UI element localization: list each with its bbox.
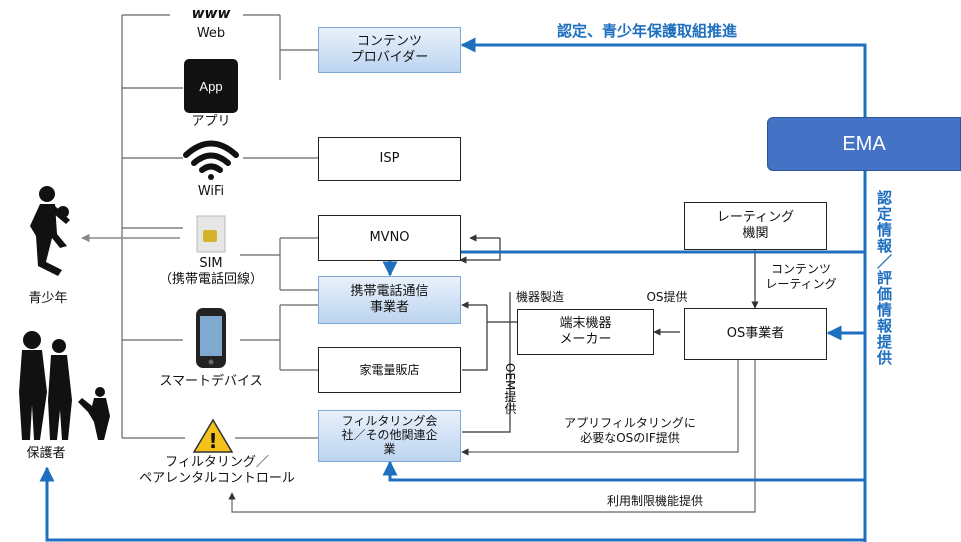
filtering-company-box: フィルタリング会 社／その他関連企 業 xyxy=(318,410,461,462)
oem-provision-label: OEM提供 xyxy=(503,363,517,415)
guardian-label: 保護者 xyxy=(26,446,66,461)
os-provision-label: OS提供 xyxy=(646,290,688,304)
certification-label: 認定、青少年保護取組推進 xyxy=(557,22,738,40)
svg-text:App: App xyxy=(199,79,222,94)
smart-device-label: スマートデバイス xyxy=(159,374,263,389)
certification-info-label: 認定情報／評価情報提供 xyxy=(875,190,893,366)
os-vendor-box: OS事業者 xyxy=(684,308,827,360)
device-maker-box: 端末機器 メーカー xyxy=(517,309,654,355)
sim-card-icon xyxy=(196,215,226,253)
carrier-box: 携帯電話通信 事業者 xyxy=(318,276,461,324)
youth-silhouette-icon xyxy=(30,186,70,276)
app-label: アプリ xyxy=(191,114,231,129)
isp-box: ISP xyxy=(318,137,461,181)
web-label: Web xyxy=(196,26,226,41)
family-silhouette-icon xyxy=(19,331,110,440)
wifi-label: WiFi xyxy=(197,184,225,199)
rating-org-box: レーティング 機関 xyxy=(684,202,827,250)
app-icon: App xyxy=(184,59,238,113)
svg-text:!: ! xyxy=(208,429,217,453)
channel-tree-lines xyxy=(121,14,318,439)
mvno-box: MVNO xyxy=(318,215,461,261)
www-icon: www xyxy=(191,6,231,22)
content-rating-label: コンテンツ レーティング xyxy=(765,262,837,291)
wifi-icon xyxy=(183,140,239,180)
device-manufacture-label: 機器製造 xyxy=(515,290,564,304)
sim-label: SIM （携帯電話回線） xyxy=(158,256,263,288)
os-if-label: アプリフィルタリングに 必要なOSのIF提供 xyxy=(564,416,696,445)
retailer-box: 家電量販店 xyxy=(318,347,461,393)
ema-box: EMA xyxy=(767,117,961,171)
supply-connectors xyxy=(228,234,759,513)
warning-icon: ! xyxy=(192,418,234,453)
youth-label: 青少年 xyxy=(28,291,68,306)
content-provider-box: コンテンツ プロバイダー xyxy=(318,27,461,73)
filtering-label: フィルタリング／ ペアレンタルコントロール xyxy=(139,455,295,487)
smartphone-icon xyxy=(196,308,226,368)
usage-limit-label: 利用制限機能提供 xyxy=(606,494,703,508)
